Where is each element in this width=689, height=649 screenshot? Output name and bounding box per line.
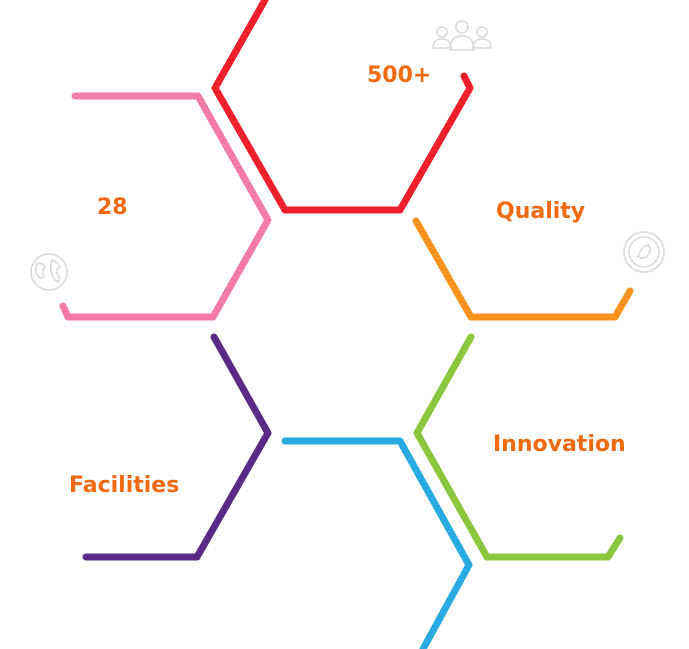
award-badge-icon [623, 231, 665, 273]
facilities-label: Facilities [69, 473, 180, 498]
red-hex-outline [211, 0, 474, 214]
innovation-label: Innovation [493, 432, 626, 457]
people-group-icon [432, 20, 492, 51]
green-hex-outline [413, 333, 624, 561]
orange-hex-outline [412, 217, 634, 321]
blue-hex-outline [281, 437, 473, 649]
globe-icon [30, 253, 68, 291]
quality-label: Quality [496, 199, 586, 224]
purple-hex-outline [82, 333, 272, 561]
pink-hex-outline [59, 92, 272, 321]
stat-label: 500+ [367, 63, 432, 88]
countries-label: 28 [97, 195, 128, 220]
